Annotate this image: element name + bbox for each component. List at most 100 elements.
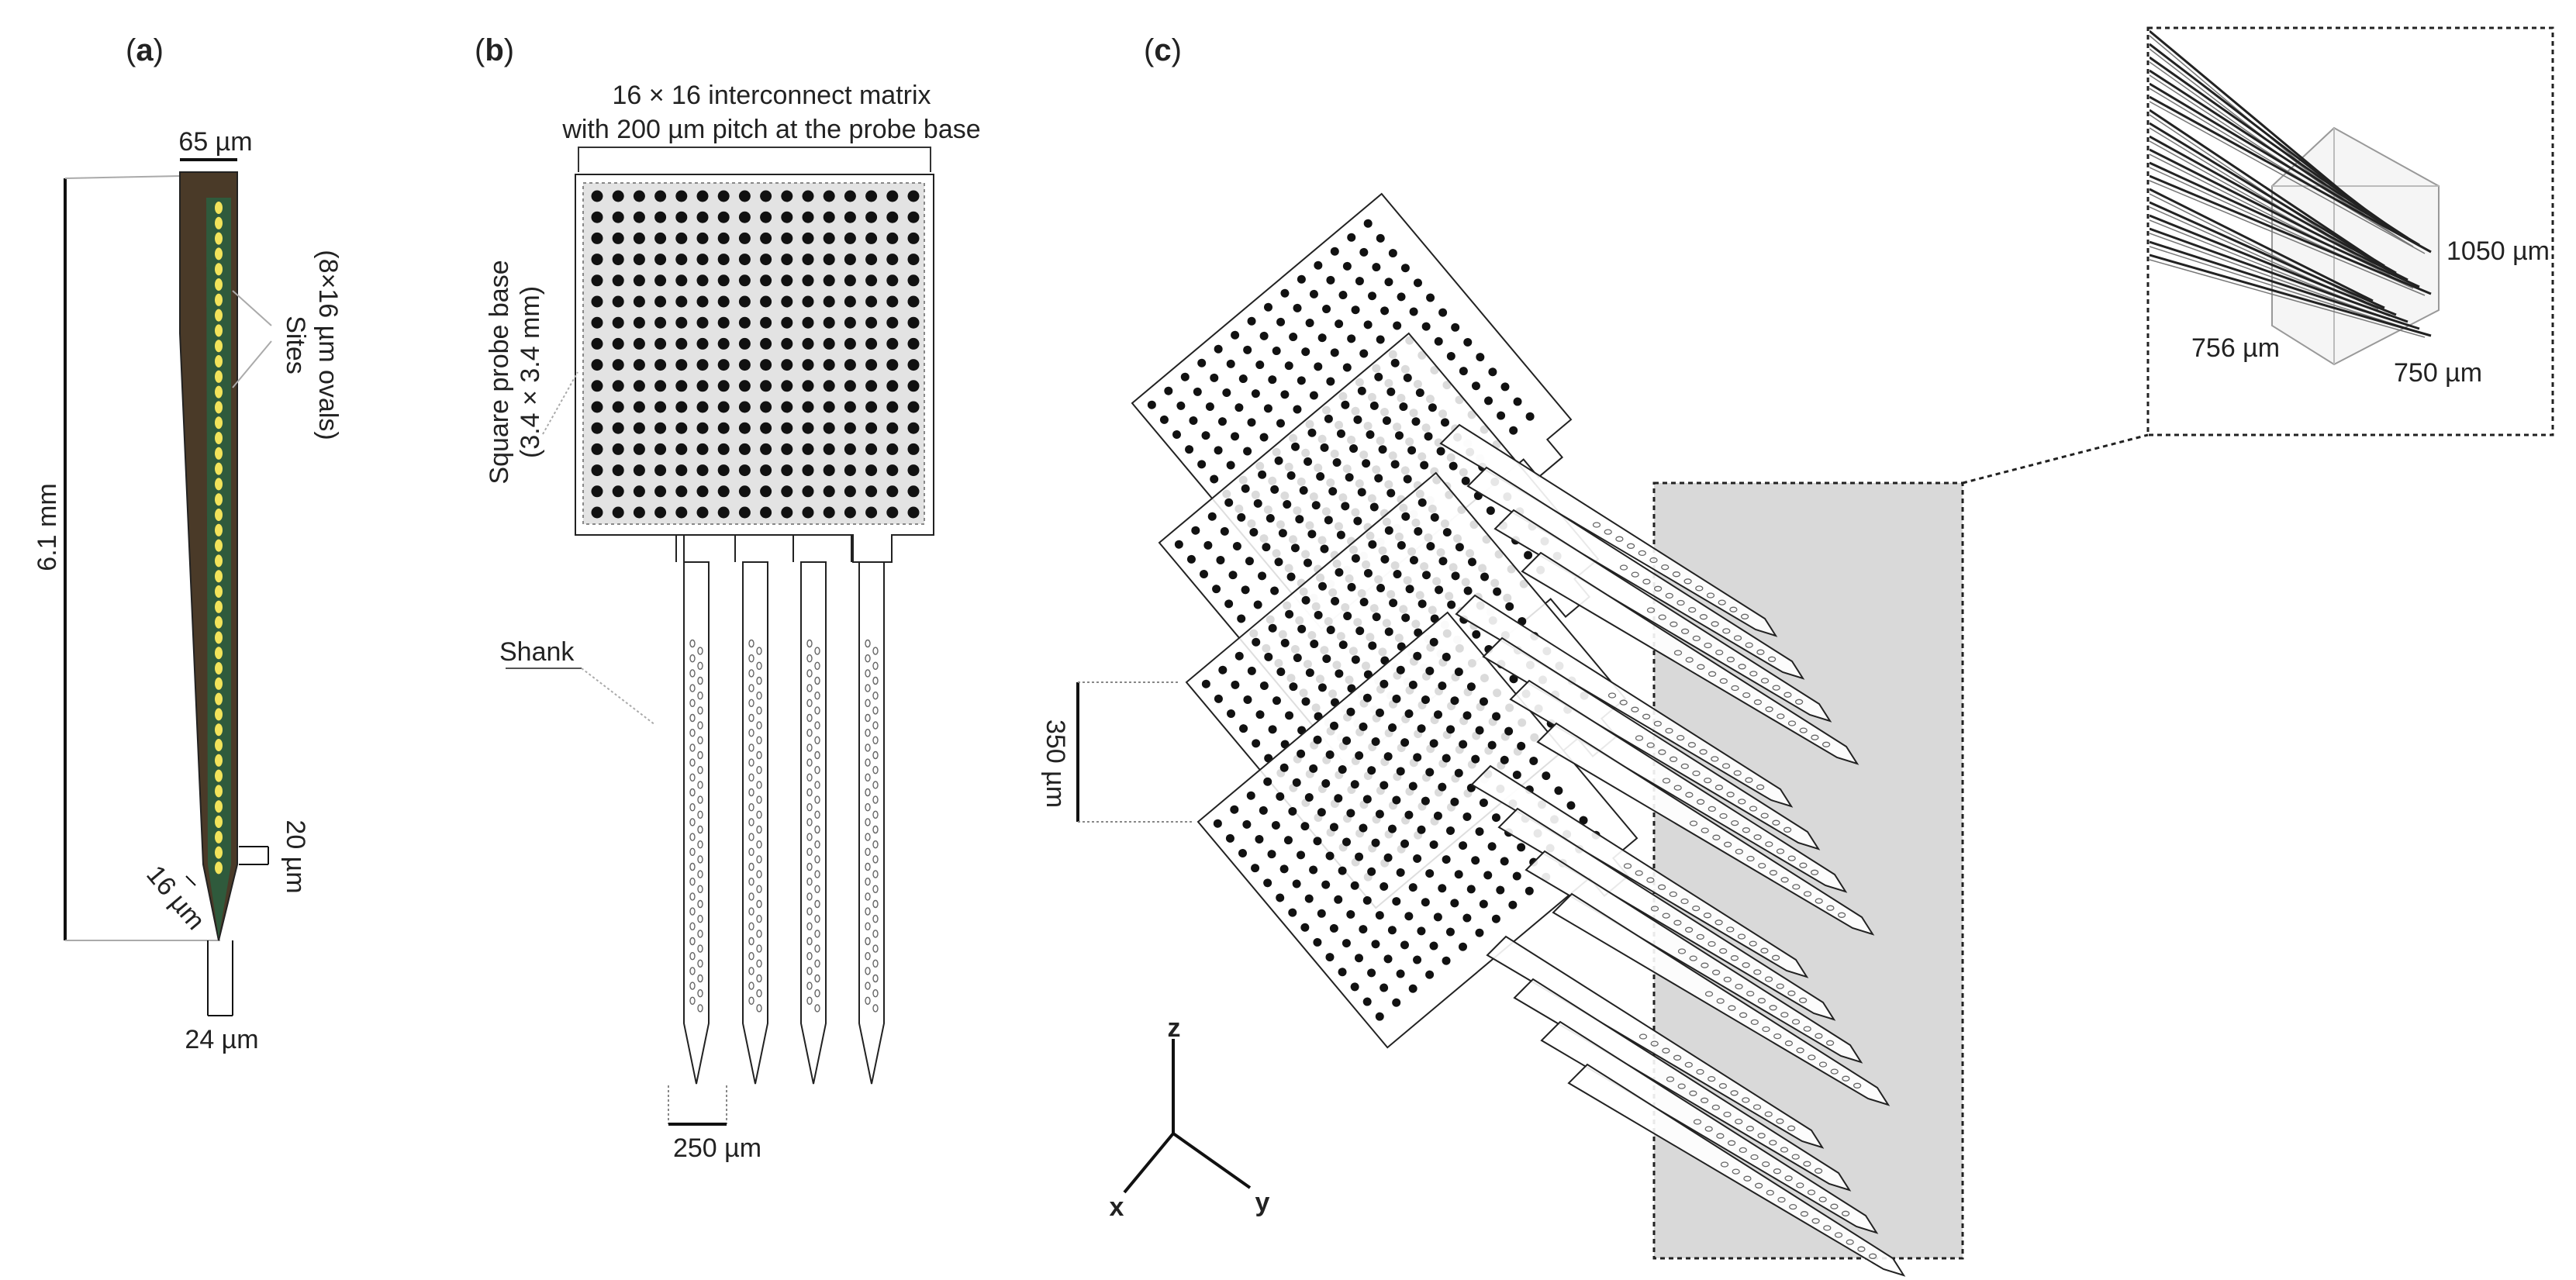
probe-pad bbox=[1396, 969, 1405, 978]
interconnect-pad bbox=[760, 464, 772, 477]
probe-pad bbox=[1164, 386, 1173, 395]
shank-site bbox=[748, 937, 754, 946]
interconnect-pad bbox=[844, 464, 856, 477]
probe-pad bbox=[1362, 895, 1372, 905]
stacked-shank-site bbox=[1752, 1104, 1762, 1110]
probe-pad bbox=[1400, 940, 1409, 950]
probe-pad bbox=[1313, 937, 1322, 947]
probe-pad bbox=[1434, 336, 1443, 346]
shank-site bbox=[806, 744, 813, 752]
shank-site bbox=[756, 766, 762, 775]
interconnect-pad bbox=[612, 232, 624, 244]
probe-pad bbox=[1435, 585, 1444, 595]
probe-pad bbox=[1346, 909, 1355, 919]
inset-height-label: 1050 µm bbox=[2447, 236, 2550, 266]
stacked-shank-site bbox=[1711, 756, 1719, 762]
stacked-shank-site bbox=[1658, 614, 1666, 620]
shank-site bbox=[865, 967, 871, 975]
stacked-shank-site bbox=[1784, 692, 1792, 698]
interconnect-pad bbox=[865, 316, 878, 329]
shank-site bbox=[806, 699, 813, 707]
interconnect-pad bbox=[760, 422, 772, 434]
inset-shank bbox=[2150, 135, 2397, 274]
interconnect-pad bbox=[696, 254, 709, 266]
interconnect-pad bbox=[612, 295, 624, 308]
probe-pad bbox=[1404, 810, 1414, 819]
interconnect-pad bbox=[844, 254, 856, 266]
probe-pad bbox=[1371, 838, 1380, 847]
probe-pad bbox=[1279, 763, 1289, 772]
shank-site bbox=[865, 684, 871, 692]
stacked-shank-outline bbox=[1466, 466, 1805, 680]
stacked-shank-site bbox=[1729, 606, 1738, 612]
stacked-shank-site bbox=[1730, 1090, 1739, 1096]
length-leader-top bbox=[64, 175, 181, 179]
probe-pad bbox=[1278, 529, 1287, 538]
probe-pad bbox=[1263, 777, 1272, 786]
interconnect-pad bbox=[717, 295, 730, 308]
probe-pad bbox=[1500, 382, 1510, 392]
shank bbox=[675, 535, 710, 1085]
interconnect-pad bbox=[844, 211, 856, 223]
probe-pad bbox=[1284, 361, 1293, 371]
probe-pad bbox=[1400, 839, 1410, 848]
probe-pad bbox=[1375, 708, 1384, 717]
probe-pad bbox=[1353, 516, 1362, 526]
probe-pad bbox=[1413, 651, 1422, 661]
stacked-shank-site bbox=[1738, 664, 1746, 670]
stacked-shank-site bbox=[1650, 1040, 1659, 1047]
stacked-shank-site bbox=[1769, 1005, 1777, 1011]
stacked-shank-site bbox=[1733, 635, 1742, 641]
shank-site bbox=[748, 951, 754, 961]
stacked-shank-site bbox=[1815, 1033, 1823, 1039]
shank-site bbox=[872, 885, 879, 894]
stacked-shank-site bbox=[1808, 1054, 1816, 1061]
stacked-shank-site bbox=[1692, 770, 1701, 777]
interconnect-pad bbox=[844, 359, 856, 371]
probe-pad bbox=[1438, 681, 1447, 691]
probe-pad bbox=[1201, 431, 1210, 440]
inset-shank-edge bbox=[2150, 88, 2414, 247]
interconnect-pad bbox=[738, 232, 751, 244]
probe-pad bbox=[1325, 750, 1335, 759]
interconnect-pad bbox=[612, 422, 624, 434]
probe-pad bbox=[1267, 850, 1276, 859]
probe-pad bbox=[1305, 668, 1314, 678]
probe-pad bbox=[1363, 219, 1373, 228]
interconnect-pad bbox=[675, 401, 688, 413]
probe-pad bbox=[1380, 781, 1389, 790]
stacked-shank bbox=[1486, 935, 1825, 1149]
interconnect-pad bbox=[886, 274, 899, 287]
stacked-shank-site bbox=[1680, 628, 1690, 634]
probe-pad bbox=[1197, 460, 1207, 469]
interconnect-pad bbox=[844, 337, 856, 350]
probe-pad bbox=[1355, 277, 1364, 286]
shank-site bbox=[865, 699, 871, 707]
interconnect-pad bbox=[781, 464, 793, 477]
probe-pad bbox=[1396, 767, 1405, 776]
probe-pad bbox=[1471, 856, 1480, 865]
interconnect-pad bbox=[802, 485, 814, 498]
probe-pad bbox=[1429, 941, 1438, 951]
shanks bbox=[675, 535, 885, 1085]
interconnect-pad bbox=[907, 337, 920, 350]
interconnect-pad bbox=[760, 211, 772, 223]
interconnect-pad bbox=[612, 401, 624, 413]
probe-pad bbox=[1429, 637, 1438, 647]
stacked-shank bbox=[1497, 807, 1836, 1021]
probe-pad bbox=[1346, 809, 1355, 818]
interconnect-pad bbox=[654, 443, 667, 455]
stacked-shank-site bbox=[1800, 1211, 1809, 1217]
interconnect-pad bbox=[844, 401, 856, 413]
shank-site bbox=[806, 788, 813, 797]
shank-site bbox=[806, 937, 813, 946]
probe-pad bbox=[1487, 842, 1497, 851]
probe-pad bbox=[1214, 446, 1223, 455]
shank-site bbox=[814, 974, 820, 983]
stacked-shank-site bbox=[1711, 621, 1719, 627]
probe-pad bbox=[1386, 387, 1396, 396]
probe-pad bbox=[1362, 795, 1372, 804]
interconnect-pad bbox=[591, 401, 603, 413]
interconnect-pad bbox=[633, 274, 645, 287]
interconnect-pad bbox=[823, 485, 835, 498]
